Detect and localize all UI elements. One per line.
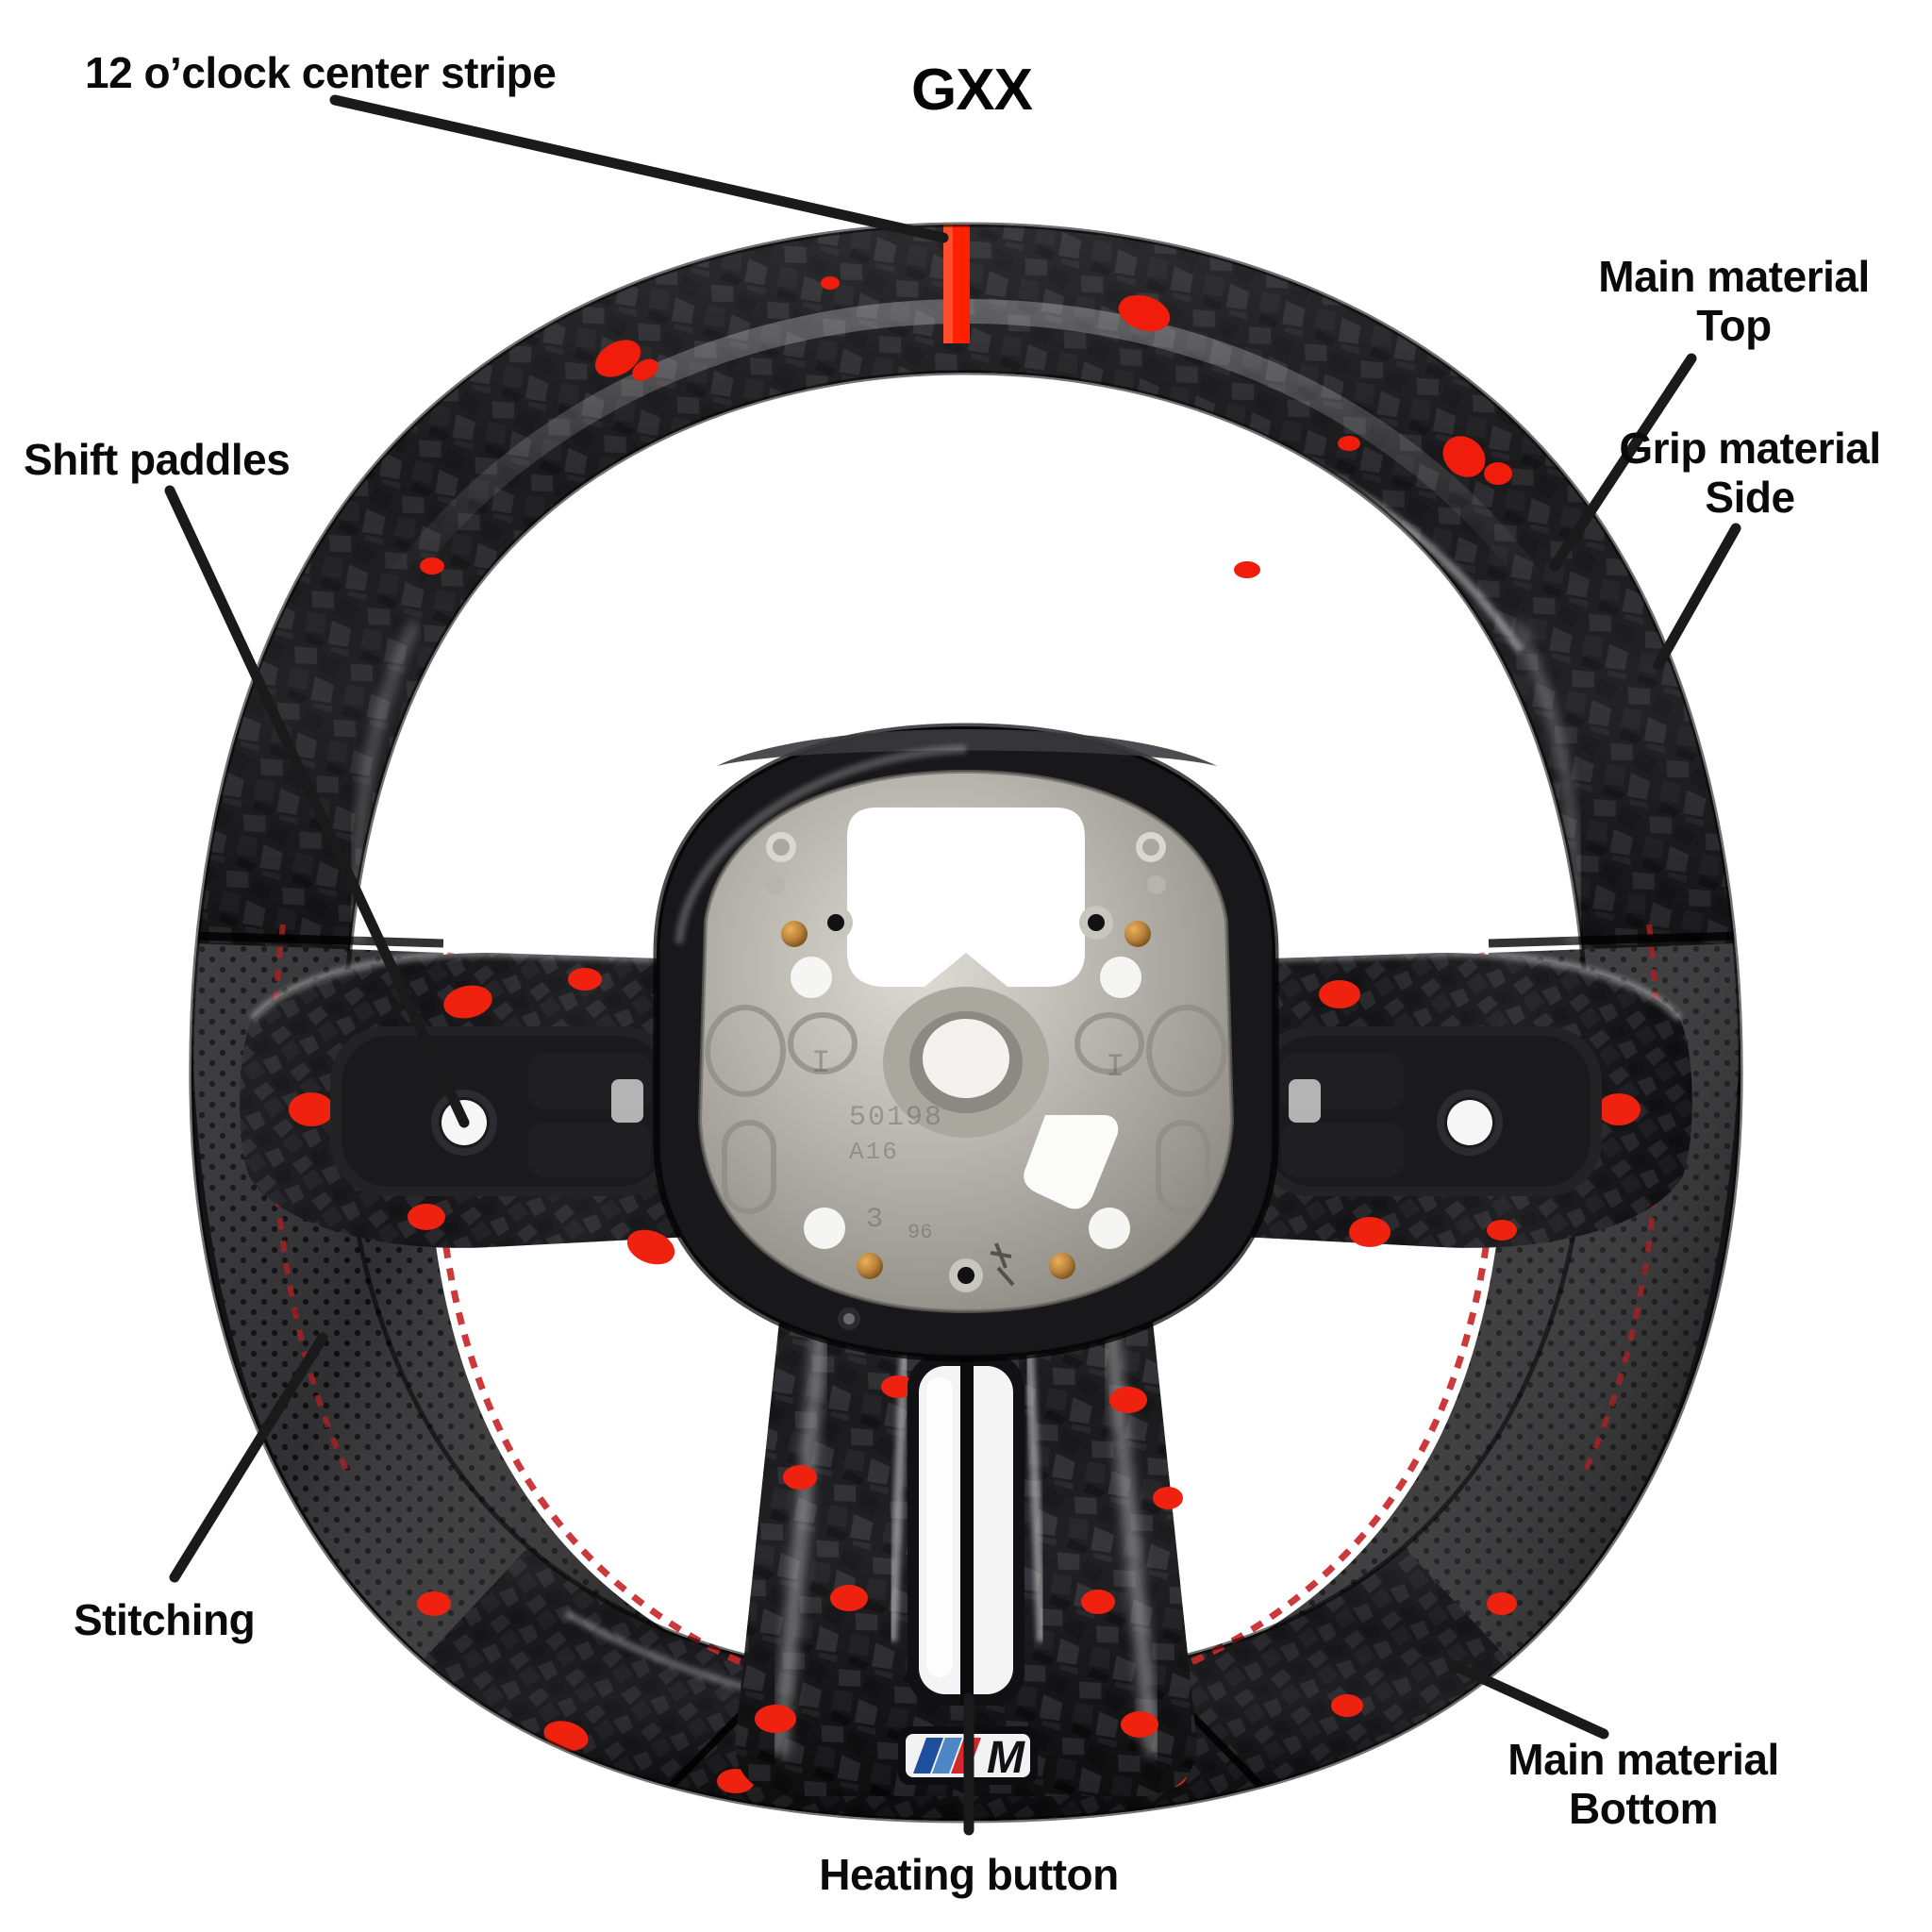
hub-brass-pins — [781, 921, 1151, 1279]
leader-line-stitching — [169, 1332, 328, 1583]
right-paddle-hole — [1447, 1100, 1492, 1145]
hub-upper-lip — [717, 729, 1217, 766]
right-connector-tab — [1289, 1079, 1321, 1123]
heating-button[interactable] — [908, 1355, 1024, 1706]
callout-twelve-oclock-center-stripe-line-1: 12 o’clock center stripe — [85, 48, 557, 97]
seam-right-top — [1488, 931, 1740, 948]
stitching-right-outer — [1582, 924, 1662, 1474]
callout-stitching-line-1: Stitching — [74, 1595, 256, 1644]
leader-line-twelve-oclock-center-stripe — [329, 94, 949, 243]
svg-text:50198: 50198 — [849, 1102, 943, 1134]
leader-line-main-material-bottom — [1447, 1659, 1609, 1740]
callout-heating-button-line-1: Heating button — [819, 1850, 1119, 1899]
stitching-left — [433, 952, 774, 1679]
spoke-bottom-gloss-r — [1102, 1310, 1160, 1756]
callout-heating-button: Heating button — [819, 1850, 1119, 1900]
hub-column-hole — [923, 1019, 1009, 1098]
red-flake-clusters-rim — [420, 276, 1512, 578]
stitching-right — [1158, 952, 1499, 1679]
callout-main-material-bottom-line-1: Main material — [1507, 1735, 1779, 1784]
red-flake-clusters-spokes — [289, 968, 1641, 1738]
svg-text:3: 3 — [866, 1204, 883, 1236]
callout-grip-material-side-line-1: Grip material — [1619, 424, 1881, 473]
svg-text:I: I — [1106, 1050, 1124, 1086]
hub-bezel-gloss — [675, 744, 967, 944]
twelve-oclock-stripe-highlight — [943, 225, 953, 343]
callout-grip-material-side-line-2: Side — [1705, 472, 1795, 522]
svg-text:96: 96 — [908, 1221, 932, 1244]
seam-left-top — [192, 931, 444, 948]
rim-specular-left — [469, 381, 967, 625]
callout-shift-paddles: Shift paddles — [24, 435, 291, 485]
page-title: GXX — [911, 58, 1033, 123]
hub-cast-markings: 50198 A16 3 96 I I — [811, 1046, 1124, 1244]
leader-line-main-material-top — [1549, 353, 1697, 572]
left-control-plate — [330, 1026, 677, 1196]
stitching-left-outer — [270, 924, 350, 1474]
leader-line-grip-material-side — [1653, 523, 1741, 671]
svg-text:A16: A16 — [849, 1138, 899, 1166]
callout-main-material-top-line-2: Top — [1696, 300, 1772, 350]
callout-main-material-bottom-line-2: Bottom — [1569, 1783, 1718, 1833]
spoke-bottom-gloss-l — [772, 1310, 830, 1756]
hub-white-tab — [1024, 1115, 1119, 1209]
left-connector-tab — [611, 1079, 643, 1123]
steering-wheel: M — [189, 222, 1743, 1824]
callout-twelve-oclock-center-stripe: 12 o’clock center stripe — [85, 48, 557, 98]
hub-handwriting — [990, 1242, 1015, 1287]
hub-top-cutout — [847, 808, 1085, 987]
hub-holes — [791, 906, 1141, 1292]
spoke-bottom-gloss-c2 — [1024, 1320, 1046, 1642]
leader-line-shift-paddles — [164, 485, 470, 1128]
callout-shift-paddles-line-1: Shift paddles — [24, 435, 291, 484]
heating-button-divider — [960, 1358, 974, 1706]
hub-recesses — [705, 1005, 1228, 1214]
svg-text:I: I — [811, 1046, 830, 1082]
spoke-right-gloss — [1214, 948, 1683, 1022]
callout-stitching: Stitching — [74, 1595, 256, 1645]
spoke-bottom-gloss-c1 — [888, 1320, 910, 1642]
leader-lines — [164, 94, 1741, 1836]
right-control-plate — [1255, 1026, 1602, 1196]
center-hub: 50198 A16 3 96 I I — [653, 723, 1279, 1362]
callout-main-material-top-line-1: Main material — [1598, 252, 1870, 301]
svg-text:M: M — [987, 1733, 1025, 1783]
hub-rivets — [766, 832, 1166, 894]
spoke-left-gloss — [249, 948, 718, 1022]
